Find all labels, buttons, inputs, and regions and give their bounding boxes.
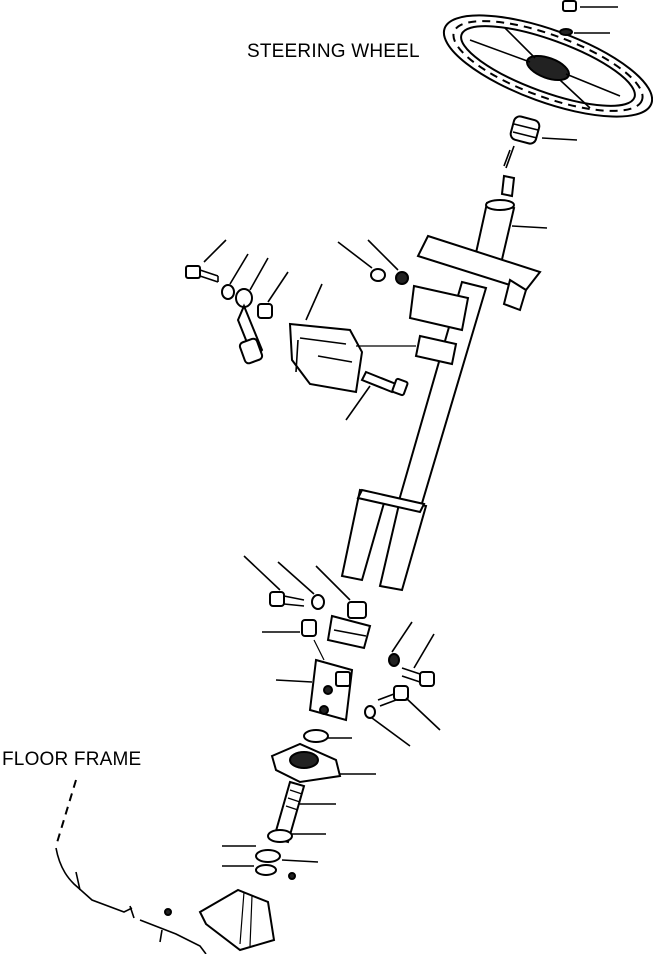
side-bolt-upper: [401, 633, 435, 687]
steering-wheel: [442, 14, 653, 118]
cover-housing: [288, 283, 416, 394]
yoke-nut: [315, 565, 367, 619]
column-jacket: [396, 199, 548, 512]
set-screw: [262, 619, 325, 661]
wheel-washer: [559, 28, 610, 36]
lower-shaft: [272, 780, 336, 844]
cross-joint: [275, 658, 354, 722]
wheel-nut: [562, 0, 618, 12]
mount-bolt: [345, 370, 409, 421]
o-ring: [303, 729, 352, 743]
upper-yoke: [326, 614, 372, 650]
steering-wheel-label: STEERING WHEEL: [247, 41, 420, 62]
horn-cap: [503, 115, 578, 169]
lower-seal-a: [267, 829, 326, 843]
lower-fork: [340, 488, 428, 592]
tilt-lever: [235, 257, 269, 365]
lower-seal-b: [222, 845, 319, 863]
tilt-bolt: [185, 239, 227, 283]
upper-nut-b: [367, 239, 409, 285]
floor-frame-label: FLOOR FRAME: [2, 749, 142, 770]
bearing-flange: [270, 742, 376, 784]
tilt-nut: [257, 271, 289, 319]
tilt-washer: [221, 253, 249, 300]
floor-frame: [55, 779, 276, 954]
side-washer-upper: [388, 621, 413, 667]
upper-nut-a: [337, 241, 386, 282]
yoke-bolt: [243, 555, 305, 607]
yoke-washer: [277, 561, 325, 610]
side-washer-lower: [364, 705, 411, 747]
lower-seal-c: [222, 864, 296, 880]
shaft-top: [500, 174, 516, 198]
side-bolt-lower: [377, 685, 441, 731]
